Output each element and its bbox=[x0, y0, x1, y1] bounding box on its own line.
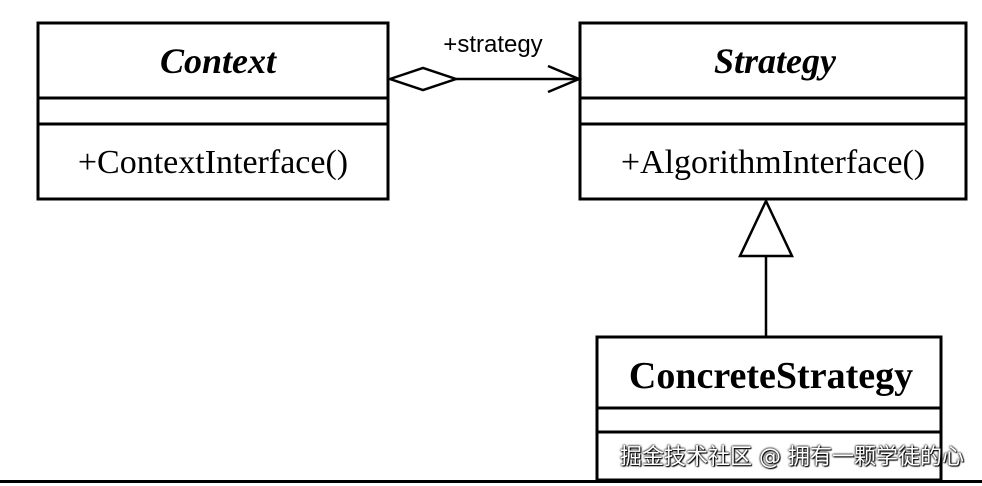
strategy-class-box bbox=[578, 21, 968, 201]
aggregation-diamond-icon bbox=[386, 66, 460, 92]
navigability-arrow-icon bbox=[547, 64, 583, 94]
context-method: +ContextInterface() bbox=[78, 144, 348, 181]
aggregation-association: +strategy bbox=[386, 31, 583, 94]
context-class-box bbox=[36, 21, 390, 201]
context-class: Context +ContextInterface() bbox=[36, 21, 390, 201]
concrete-strategy-class: ConcreteStrategy bbox=[595, 335, 943, 482]
association-role-label: +strategy bbox=[443, 31, 542, 58]
concrete-strategy-class-name: ConcreteStrategy bbox=[629, 355, 913, 397]
context-class-name: Context bbox=[160, 41, 277, 81]
generalization-relationship bbox=[738, 198, 794, 337]
strategy-method: +AlgorithmInterface() bbox=[621, 144, 925, 181]
bottom-divider bbox=[0, 480, 982, 483]
strategy-class: Strategy +AlgorithmInterface() bbox=[578, 21, 968, 201]
strategy-class-name: Strategy bbox=[714, 41, 837, 81]
watermark: 掘金技术社区 @ 拥有一颗学徒的心 bbox=[620, 445, 964, 470]
inheritance-triangle-icon bbox=[738, 198, 794, 258]
